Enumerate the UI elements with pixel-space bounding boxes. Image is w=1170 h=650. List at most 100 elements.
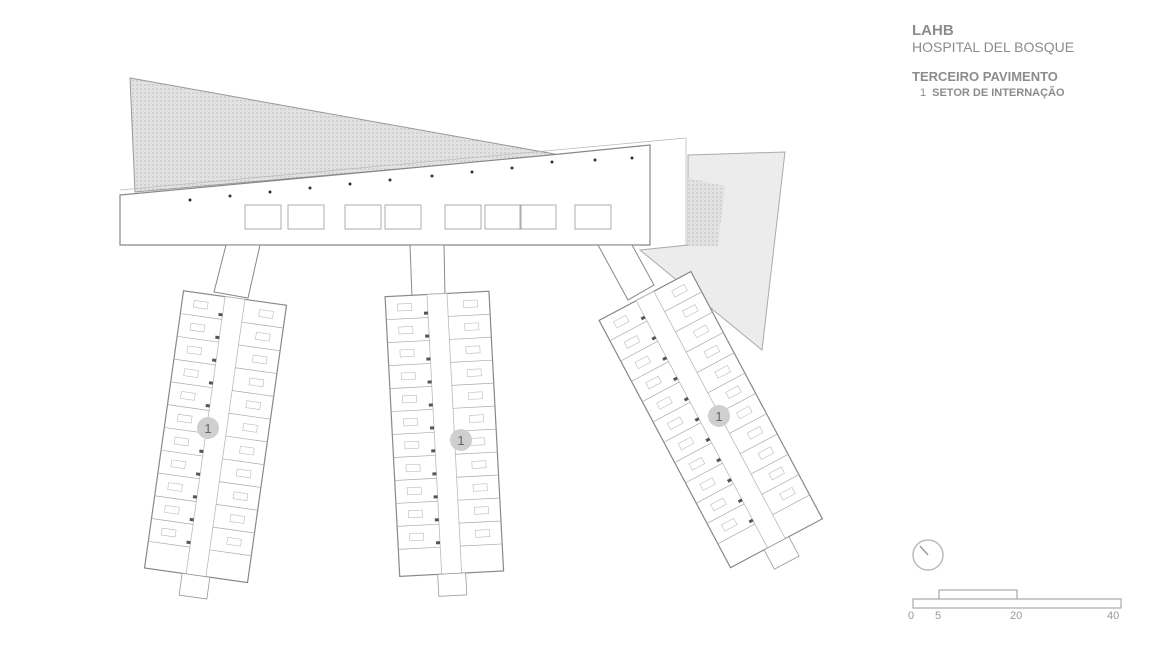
room-wall xyxy=(232,390,274,397)
bed xyxy=(398,326,414,335)
scale-bar xyxy=(912,589,1122,609)
bed xyxy=(164,505,180,515)
bed xyxy=(699,477,716,491)
connector-left xyxy=(213,244,261,299)
column xyxy=(470,170,474,174)
room-wall xyxy=(394,477,437,481)
column xyxy=(630,156,634,160)
room-wall xyxy=(696,483,734,504)
room-wall xyxy=(457,497,500,501)
bed xyxy=(471,460,487,469)
room-wall xyxy=(388,363,431,366)
bed xyxy=(248,377,265,388)
svg-text:1: 1 xyxy=(204,421,211,436)
room-wall xyxy=(167,404,210,411)
door xyxy=(192,495,198,499)
column xyxy=(510,166,514,170)
bed xyxy=(258,309,274,319)
bed xyxy=(407,509,423,519)
room-wall xyxy=(209,549,252,557)
room-wall xyxy=(151,518,194,525)
door xyxy=(673,376,678,382)
north-arrow-icon xyxy=(912,539,944,571)
door xyxy=(434,518,439,522)
bed xyxy=(400,371,416,381)
room-wall xyxy=(717,523,756,545)
column xyxy=(348,182,352,186)
room-wall xyxy=(642,381,680,402)
bed xyxy=(671,283,688,298)
room-wall xyxy=(238,344,281,352)
column xyxy=(308,186,312,190)
wing-left xyxy=(143,290,288,600)
bed xyxy=(401,394,417,404)
room-wall xyxy=(157,472,200,480)
bed xyxy=(667,416,684,430)
core-room xyxy=(574,204,612,230)
door xyxy=(662,356,668,361)
room-wall xyxy=(685,462,723,484)
room-wall xyxy=(398,546,441,550)
core-room xyxy=(519,204,557,230)
bed xyxy=(235,468,252,479)
bed xyxy=(404,440,420,450)
door xyxy=(651,336,657,341)
column xyxy=(188,198,192,202)
door xyxy=(640,315,646,321)
door xyxy=(218,312,223,317)
room-wall xyxy=(740,433,778,455)
bed xyxy=(160,527,177,538)
bed xyxy=(232,491,249,501)
project-name: HOSPITAL DEL BOSQUE xyxy=(912,39,1075,55)
bed xyxy=(757,446,775,460)
landscape-patch xyxy=(688,178,725,246)
column xyxy=(388,178,392,182)
bed xyxy=(469,414,485,423)
upper-outline xyxy=(119,137,687,246)
room-wall xyxy=(392,431,435,435)
core-room xyxy=(287,204,325,230)
bed xyxy=(255,331,271,342)
door xyxy=(435,541,441,545)
door xyxy=(195,472,201,476)
door xyxy=(425,334,430,338)
door xyxy=(423,311,429,315)
room-wall xyxy=(148,540,190,548)
room-wall xyxy=(707,372,746,394)
room-wall xyxy=(609,320,648,342)
stair xyxy=(178,572,211,600)
bed xyxy=(467,391,483,400)
room-wall xyxy=(772,494,810,516)
core-room xyxy=(244,204,282,230)
bed xyxy=(239,445,255,456)
room-wall xyxy=(448,313,491,317)
door xyxy=(694,417,700,422)
room-wall xyxy=(664,291,702,312)
sector-marker: 1 xyxy=(197,417,219,439)
bed xyxy=(623,335,641,349)
scale-tick: 40 xyxy=(1107,610,1120,622)
room-wall xyxy=(212,526,255,534)
bed xyxy=(688,457,706,471)
bed xyxy=(189,322,206,333)
room-wall xyxy=(173,358,216,366)
sector-marker: 1 xyxy=(708,405,730,427)
room-wall xyxy=(450,359,493,363)
bed xyxy=(465,345,481,354)
bed xyxy=(710,497,727,512)
room-wall xyxy=(235,367,277,374)
room-wall xyxy=(154,495,197,502)
door xyxy=(211,358,217,362)
column xyxy=(268,190,272,194)
connector-center xyxy=(409,244,446,298)
door xyxy=(431,449,436,453)
room-wall xyxy=(459,520,501,524)
bed xyxy=(768,466,785,481)
room-wall xyxy=(631,361,669,382)
bed xyxy=(192,300,209,310)
bed xyxy=(251,354,268,365)
room-wall xyxy=(686,332,724,353)
bed xyxy=(656,396,673,410)
room-wall xyxy=(674,442,712,463)
